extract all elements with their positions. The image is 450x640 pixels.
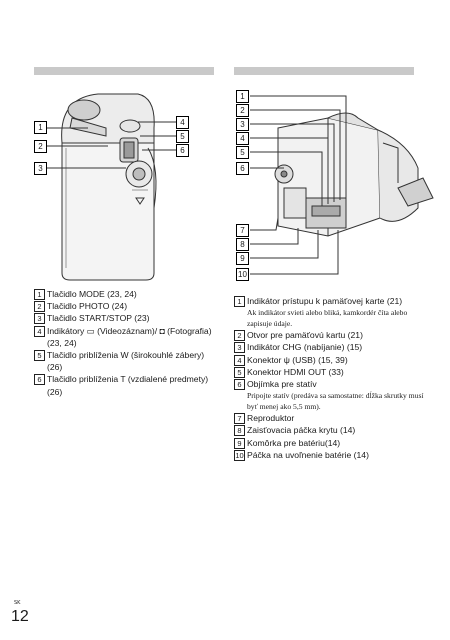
callout-left-6: 6	[176, 144, 189, 157]
section-bar-right	[234, 67, 414, 75]
callout-left-3: 3	[34, 162, 47, 175]
section-bar-left	[34, 67, 214, 75]
camcorder-side-illustration	[250, 95, 434, 275]
callout-right-2: 2	[236, 104, 249, 117]
legend-note: Pripojte statív (predáva sa samostatne: …	[247, 391, 424, 412]
callout-right-1: 1	[236, 90, 249, 103]
callout-right-8: 8	[236, 238, 249, 251]
callout-right-10: 10	[236, 268, 249, 281]
callout-left-5: 5	[176, 130, 189, 143]
callout-right-5: 5	[236, 146, 249, 159]
callout-left-4: 4	[176, 116, 189, 129]
callout-right-6: 6	[236, 162, 249, 175]
callout-left-1: 1	[34, 121, 47, 134]
callout-left-2: 2	[34, 140, 47, 153]
callout-right-7: 7	[236, 224, 249, 237]
callout-right-9: 9	[236, 252, 249, 265]
callout-right-3: 3	[236, 118, 249, 131]
camcorder-front-illustration	[42, 93, 178, 281]
legend-note: Ak indikátor svieti alebo bliká, kamkord…	[247, 308, 408, 329]
page-number: 12	[11, 608, 29, 625]
callout-right-4: 4	[236, 132, 249, 145]
language-code: SK	[14, 600, 21, 606]
